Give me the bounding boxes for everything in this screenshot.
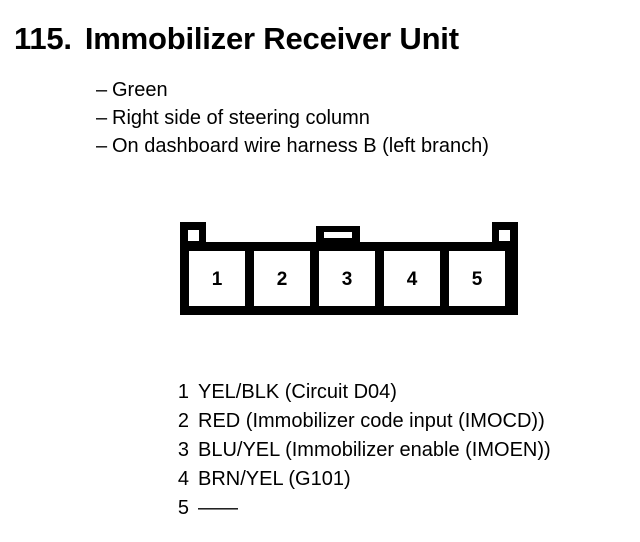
pin-number: 3 [177,439,189,461]
cavity-label-5: 5 [472,269,483,290]
pin-description: RED (Immobilizer code input (IMOCD)) [198,410,545,432]
pin-number: 2 [177,410,189,432]
pin-description: BRN/YEL (G101) [198,468,351,490]
pin-assignment-list: 1 YEL/BLK (Circuit D04) 2 RED (Immobiliz… [172,378,551,523]
connector-diagram: 1 2 3 4 5 [180,222,520,318]
pin-assignment-row: 1 YEL/BLK (Circuit D04) [172,378,551,407]
description-list: – Green – Right side of steering column … [96,76,489,160]
cavity-1 [189,251,245,306]
cavity-label-3: 3 [342,269,353,290]
left-tab-hole [188,230,199,241]
description-item-label: On dashboard wire harness B (left branch… [112,135,489,157]
cavity-label-2: 2 [277,269,288,290]
pin-description: —— [198,497,238,519]
pin-assignment-row: 3 BLU/YEL (Immobilizer enable (IMOEN)) [172,436,551,465]
pin-assignment-row: 4 BRN/YEL (G101) [172,465,551,494]
dash-bullet-icon: – [96,79,108,101]
pin-number: 1 [177,381,189,403]
cavity-3 [319,251,375,306]
cavity-5 [449,251,505,306]
cavity-2 [254,251,310,306]
pin-assignment-row: 2 RED (Immobilizer code input (IMOCD)) [172,407,551,436]
description-item: – Green [96,76,489,104]
cavity-numbers: 1 2 3 4 5 [212,269,483,290]
connector-outline-svg: 1 2 3 4 5 [180,222,518,315]
centre-latch-slot [324,232,352,238]
cavity-label-1: 1 [212,269,223,290]
description-item: – On dashboard wire harness B (left bran… [96,132,489,160]
pin-number: 5 [177,497,189,519]
dash-bullet-icon: – [96,135,108,157]
pin-description: BLU/YEL (Immobilizer enable (IMOEN)) [198,439,551,461]
description-item-label: Green [112,79,168,101]
description-item-label: Right side of steering column [112,107,370,129]
connector-cavities [189,251,505,306]
cavity-4 [384,251,440,306]
pin-description: YEL/BLK (Circuit D04) [198,381,397,403]
dash-bullet-icon: – [96,107,108,129]
pin-number: 4 [177,468,189,490]
page-title-text: Immobilizer Receiver Unit [84,21,459,56]
pin-assignment-row: 5 —— [172,494,551,523]
cavity-label-4: 4 [407,269,418,290]
page-title: 115. Immobilizer Receiver Unit [14,22,459,56]
page-title-number: 115. [14,21,72,56]
description-item: – Right side of steering column [96,104,489,132]
right-tab-hole [499,230,510,241]
